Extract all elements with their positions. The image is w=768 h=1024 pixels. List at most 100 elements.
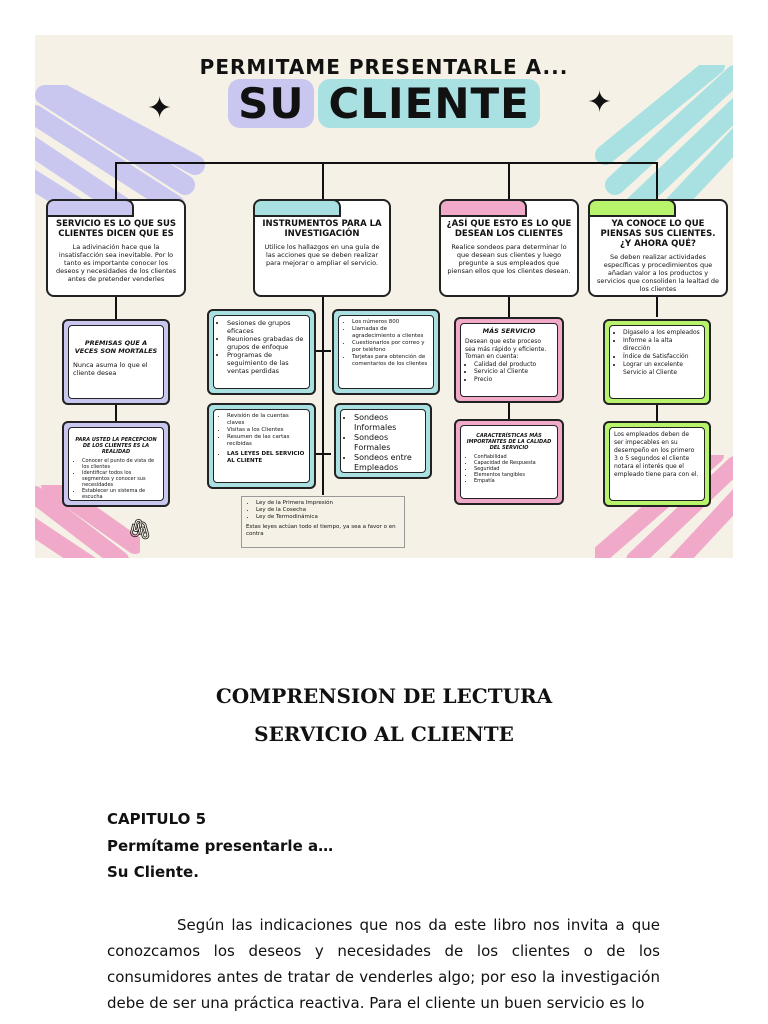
list-item: Servicio al Cliente <box>474 368 553 376</box>
list-item: Los números 800 <box>352 319 429 326</box>
laws-note-text: Estas leyes actúan todo el tiempo, ya se… <box>246 524 396 537</box>
paperclip-icon: 🖇 <box>127 517 153 541</box>
connector-line <box>656 162 658 200</box>
card-tab <box>441 201 527 217</box>
box-list: Los números 800 Llamadas de agradecimien… <box>343 319 429 368</box>
list-item: Informe a la alta dirección <box>623 337 700 353</box>
list-item: Revisión de la cuentas claves <box>227 413 305 427</box>
list-item: Sesiones de grupos eficaces <box>227 319 305 335</box>
box-list: Sesiones de grupos eficaces Reuniones gr… <box>218 319 305 375</box>
instrument-box: Sesiones de grupos eficaces Reuniones gr… <box>207 309 316 395</box>
box-list: Calidad del producto Servicio al Cliente… <box>465 361 553 384</box>
list-item: Establecer un sistema de escucha <box>82 488 159 500</box>
calidad-box: CARACTERÍSTICAS MÁS IMPORTANTES DE LA CA… <box>454 419 564 505</box>
column-card: INSTRUMENTOS PARA LA INVESTIGACIÓN Utili… <box>253 199 391 297</box>
list-item: Llamadas de agradecimiento a clientes <box>352 326 429 340</box>
list-item: Sondeos entre Empleados <box>354 453 421 472</box>
column-card: SERVICIO ES LO QUE SUS CLIENTES DICEN QU… <box>46 199 186 297</box>
connector-line <box>115 295 117 320</box>
card-tab <box>48 201 134 217</box>
card-title: SERVICIO ES LO QUE SUS CLIENTES DICEN QU… <box>55 219 177 239</box>
card-tab <box>255 201 341 217</box>
box-list: Dígaselo a los empleados Informe a la al… <box>614 329 700 377</box>
connector-line <box>315 350 331 352</box>
box-inner: MÁS SERVICIO Desean que este proceso sea… <box>460 323 558 397</box>
list-item: Visitas a los Clientes <box>227 427 305 434</box>
poster-title-part: SU <box>228 79 315 128</box>
box-inner: Los empleados deben de ser impecables en… <box>609 427 705 501</box>
connector-line <box>656 295 658 317</box>
list-item: Resumen de las cartas recibidas <box>227 434 305 448</box>
card-title: ¿ASÍ QUE ESTO ES LO QUE DESEAN LOS CLIEN… <box>446 219 572 239</box>
instrument-box: Sondeos Informales Sondeos Formales Sond… <box>334 403 432 479</box>
instrument-box: Los números 800 Llamadas de agradecimien… <box>332 309 440 395</box>
list-item: Empatía <box>474 478 553 484</box>
list-item: Índice de Satisfacción <box>623 353 700 361</box>
card-tab <box>590 201 676 217</box>
premisas-box: PREMISAS QUE A VECES SON MORTALES Nunca … <box>62 319 170 405</box>
box-inner: PREMISAS QUE A VECES SON MORTALES Nunca … <box>68 325 164 399</box>
sparkle-icon: ✦ <box>587 85 613 120</box>
box-list: Confiabilidad Capacidad de Respuesta Seg… <box>465 454 553 484</box>
chapter-subtitle: Su Cliente. <box>107 863 199 881</box>
list-item: Ley de Termodinámica <box>256 514 400 521</box>
percepcion-box: PARA USTED LA PERCEPCION DE LOS CLIENTES… <box>62 421 170 507</box>
chapter-label: CAPITULO 5 <box>107 810 207 828</box>
box-inner: PARA USTED LA PERCEPCION DE LOS CLIENTES… <box>68 427 164 501</box>
mas-servicio-box: MÁS SERVICIO Desean que este proceso sea… <box>454 317 564 403</box>
laws-list: Ley de la Primera Impresión Ley de la Co… <box>246 500 400 521</box>
box-title: CARACTERÍSTICAS MÁS IMPORTANTES DE LA CA… <box>466 433 552 451</box>
digaselo-box: Dígaselo a los empleados Informe a la al… <box>603 319 711 405</box>
chapter-subtitle: Permítame presentarle a… <box>107 837 334 855</box>
box-inner: Dígaselo a los empleados Informe a la al… <box>609 325 705 399</box>
list-item: Lograr un excelente Servicio al Cliente <box>623 361 700 377</box>
laws-note: Ley de la Primera Impresión Ley de la Co… <box>241 496 405 548</box>
box-inner: Sesiones de grupos eficaces Reuniones gr… <box>213 315 310 389</box>
list-item: Ley de la Primera Impresión <box>256 500 400 507</box>
card-text: Realice sondeos para determinar lo que d… <box>447 243 571 275</box>
list-item: Precio <box>474 376 553 384</box>
box-list: Revisión de la cuentas claves Visitas a … <box>218 413 305 465</box>
document-title: COMPRENSION DE LECTURA <box>215 684 553 708</box>
connector-line <box>508 162 510 200</box>
list-item: LAS LEYES DEL SERVICIO AL CLIENTE <box>227 451 305 465</box>
box-text: Los empleados deben de ser impecables en… <box>614 431 699 478</box>
list-item: Ley de la Cosecha <box>256 507 400 514</box>
connector-line <box>115 162 657 164</box>
box-text: Nunca asuma lo que el cliente desea <box>73 361 148 377</box>
empleados-box: Los empleados deben de ser impecables en… <box>603 421 711 507</box>
instrument-box: Revisión de la cuentas claves Visitas a … <box>207 403 316 489</box>
column-card: ¿ASÍ QUE ESTO ES LO QUE DESEAN LOS CLIEN… <box>439 199 579 297</box>
list-item: Calidad del producto <box>474 361 553 369</box>
box-inner: Revisión de la cuentas claves Visitas a … <box>213 409 310 483</box>
box-list: Sondeos Informales Sondeos Formales Sond… <box>345 413 421 472</box>
card-text: La adivinación hace que la insatisfacció… <box>55 243 177 283</box>
list-item: Elementos tangibles <box>474 472 553 478</box>
box-title: PARA USTED LA PERCEPCION DE LOS CLIENTES… <box>75 437 157 455</box>
connector-line <box>322 162 324 200</box>
connector-line <box>508 295 510 317</box>
list-item: Sondeos Formales <box>354 433 421 453</box>
list-item: Sondeos Informales <box>354 413 421 433</box>
list-item: Capacidad de Respuesta <box>474 460 553 466</box>
connector-line <box>315 453 331 455</box>
card-title: INSTRUMENTOS PARA LA INVESTIGACIÓN <box>262 219 382 239</box>
box-title: PREMISAS QUE A VECES SON MORTALES <box>74 339 158 355</box>
box-inner: CARACTERÍSTICAS MÁS IMPORTANTES DE LA CA… <box>460 425 558 499</box>
list-item: Programas de seguimiento de las ventas p… <box>227 351 305 375</box>
poster-title-part: CLIENTE <box>318 79 540 128</box>
body-paragraph: Según las indicaciones que nos da este l… <box>107 916 660 1012</box>
list-item: Dígaselo a los empleados <box>623 329 700 337</box>
card-title: YA CONOCE LO QUE PIENSAS SUS CLIENTES. ¿… <box>600 219 716 249</box>
connector-line <box>115 403 117 421</box>
list-item: Tarjetas para obtención de comentarios d… <box>352 354 429 368</box>
poster-pretitle: PERMITAME PRESENTARLE A... <box>199 55 569 79</box>
box-title: MÁS SERVICIO <box>482 327 536 335</box>
list-item: Cuestionarios por correo y por teléfono <box>352 340 429 354</box>
connector-line <box>508 401 510 419</box>
box-inner: Los números 800 Llamadas de agradecimien… <box>338 315 434 389</box>
connector-line <box>322 295 324 495</box>
box-text: Desean que este proceso sea más rápido y… <box>465 338 547 360</box>
sparkle-icon: ✦ <box>147 91 173 126</box>
